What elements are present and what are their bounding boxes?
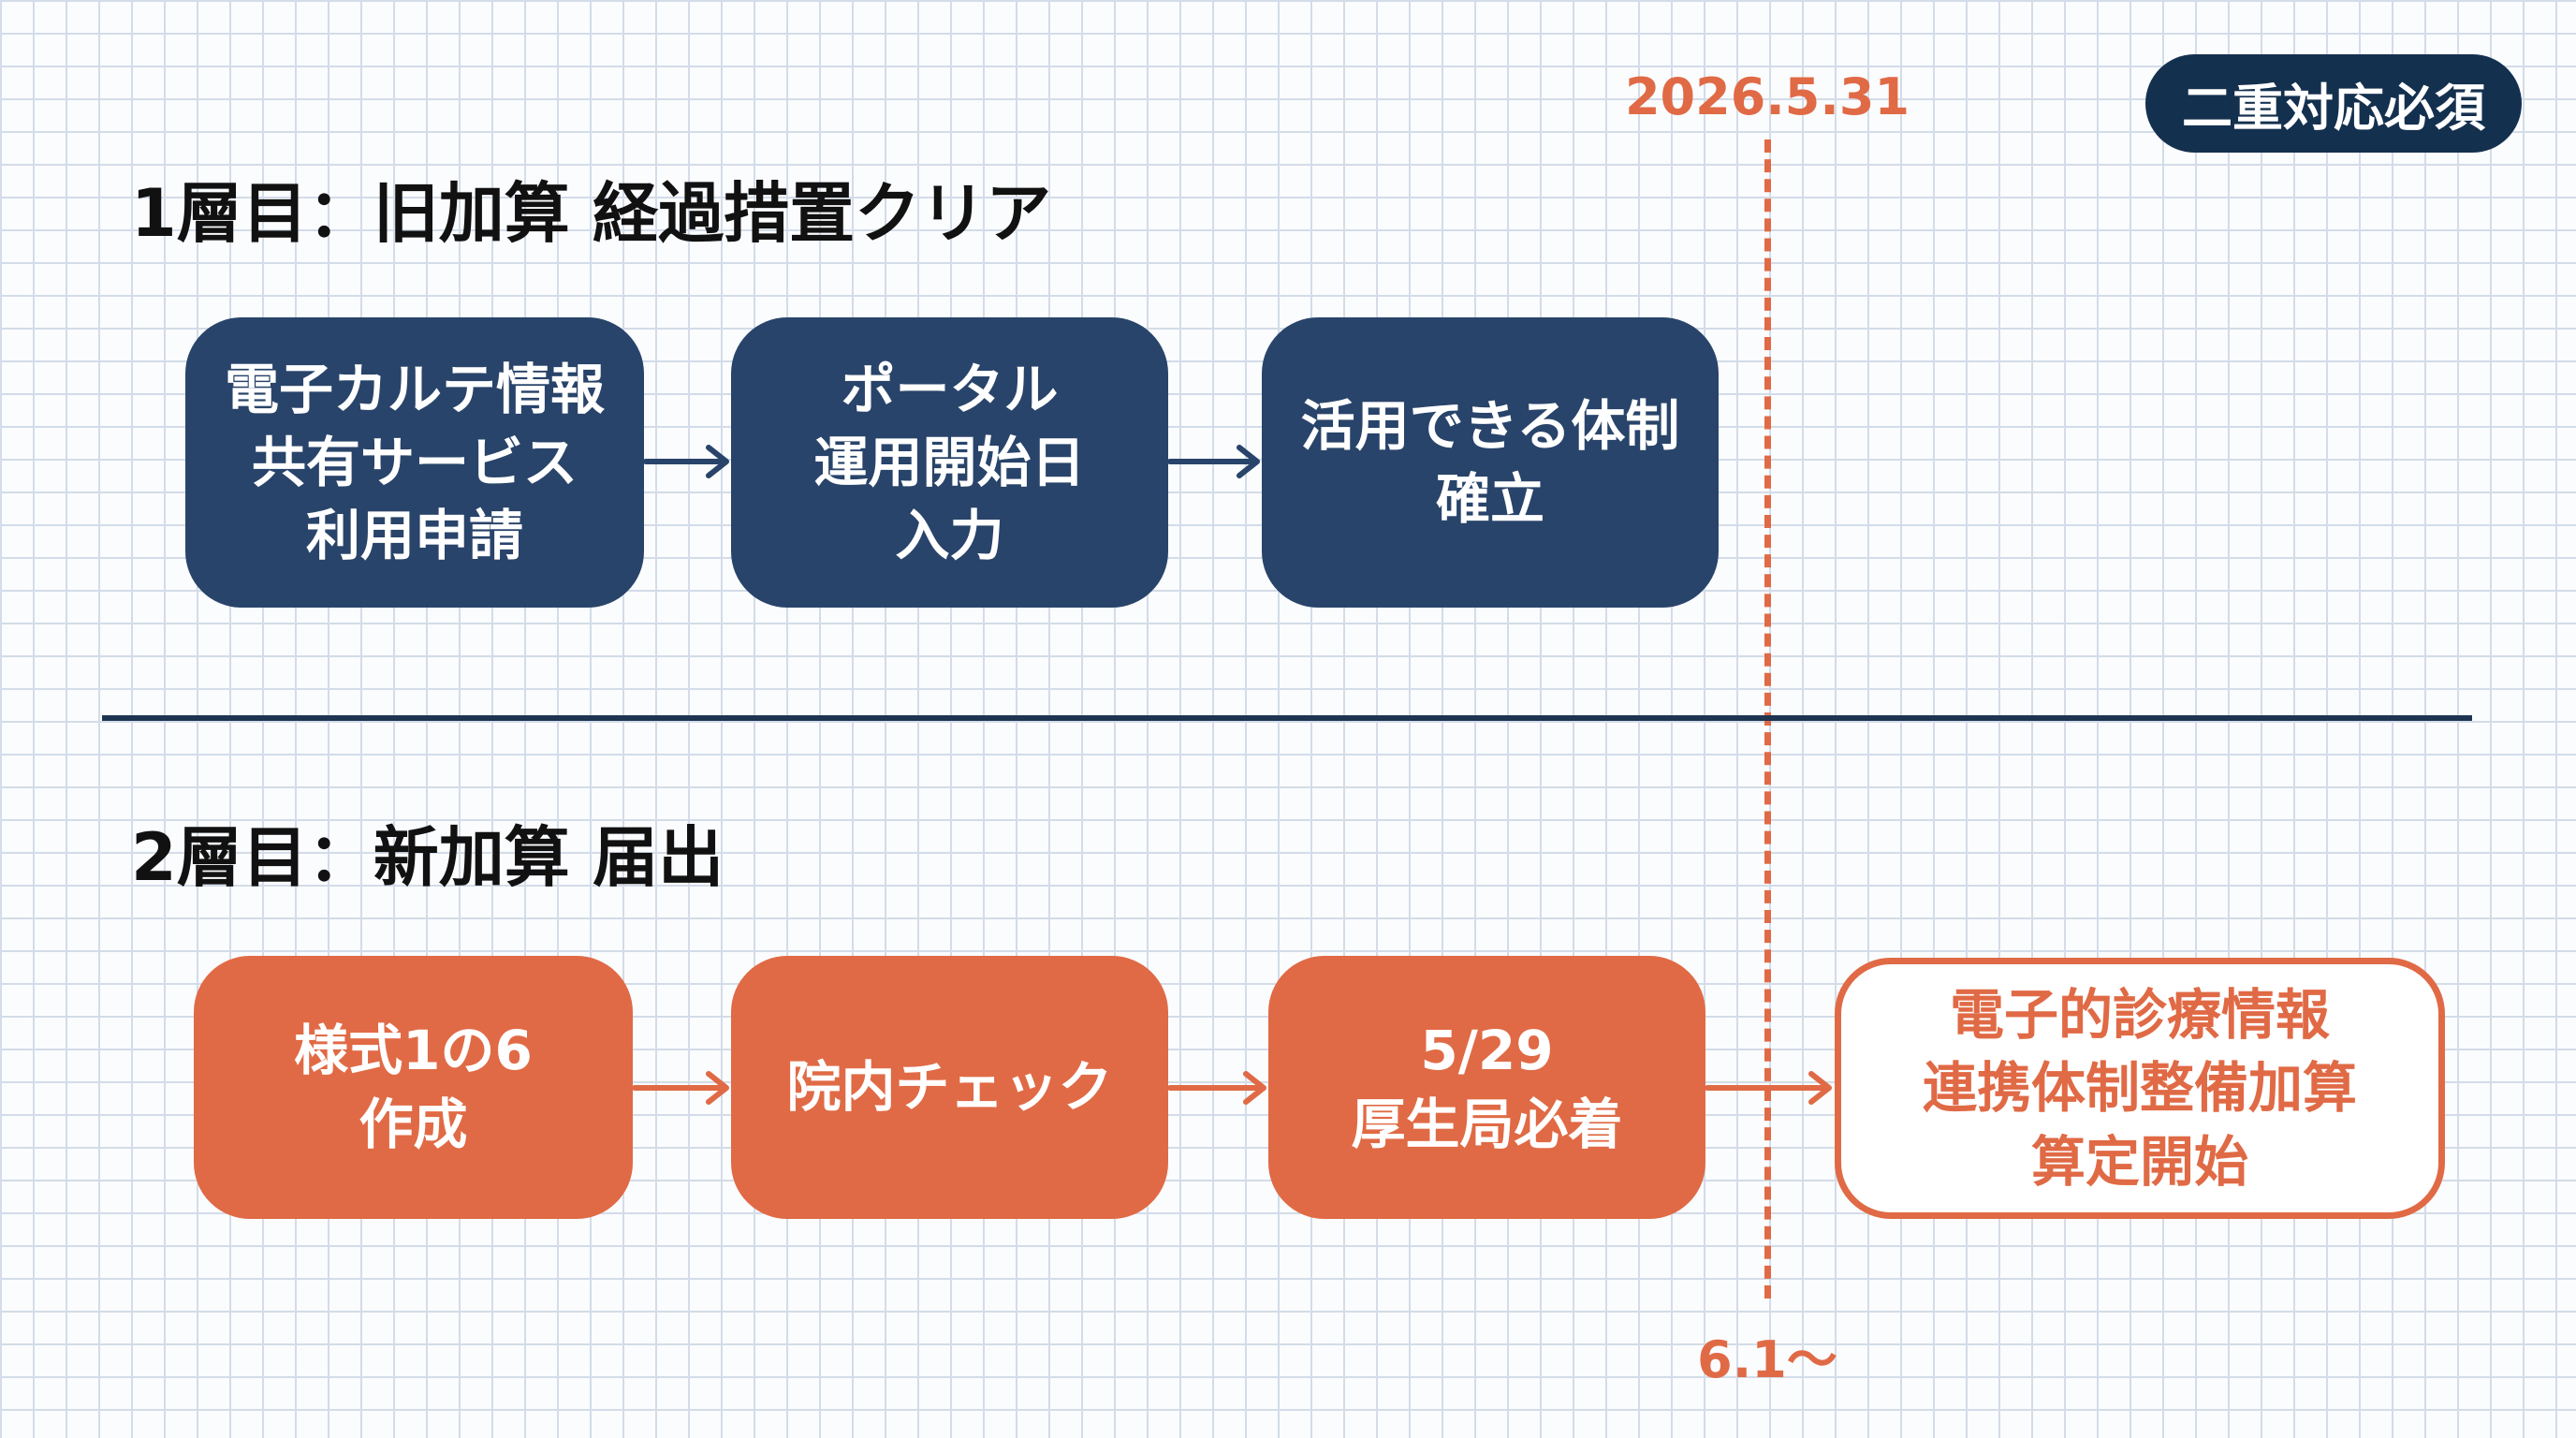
arrow-icon <box>1705 1071 1832 1105</box>
arrow-icon <box>1167 1071 1266 1105</box>
layer1-step-1: 電子カルテ情報 共有サービス 利用申請 <box>185 317 644 608</box>
layer2-step-1: 様式1の6 作成 <box>194 956 633 1219</box>
layer1-step-3: 活用できる体制 確立 <box>1262 317 1719 608</box>
layer1-step-2: ポータル 運用開始日 入力 <box>731 317 1168 608</box>
deadline-date-label: 2026.5.31 <box>1624 67 1910 126</box>
layer1-title: 1層目：旧加算 経過措置クリア <box>131 175 1052 252</box>
start-date-label: 6.1〜 <box>1697 1330 1837 1389</box>
dual-compliance-badge: 二重対応必須 <box>2145 54 2522 153</box>
arrow-icon <box>643 445 729 478</box>
arrow-icon <box>632 1071 729 1105</box>
layer2-step-3: 5/29 厚生局必着 <box>1268 956 1705 1219</box>
layer2-result: 電子的診療情報 連携体制整備加算 算定開始 <box>1835 958 2445 1219</box>
layer2-step-2: 院内チェック <box>731 956 1168 1219</box>
layer2-title: 2層目：新加算 届出 <box>131 819 724 896</box>
arrow-icon <box>1167 445 1260 478</box>
layer-divider <box>102 715 2472 721</box>
